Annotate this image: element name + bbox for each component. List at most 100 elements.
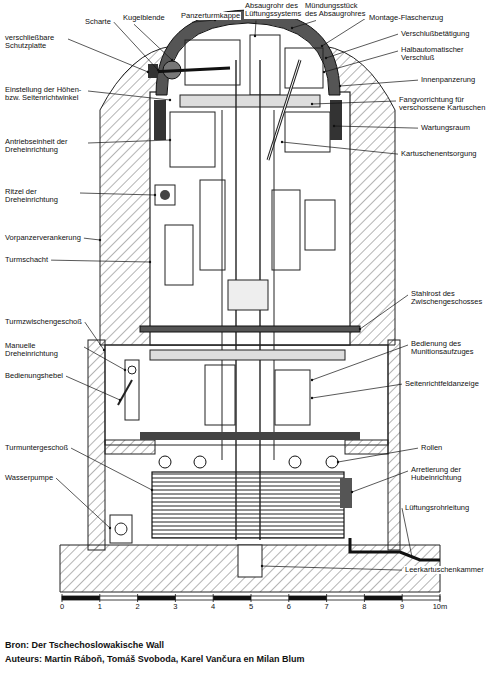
part-label: Wasserpumpe (4, 474, 54, 482)
scale-number: 2 (135, 603, 141, 611)
leader-line (84, 238, 100, 240)
part-label: Arretierung der Hubeinrichtung (410, 466, 490, 483)
part-label: Kugelblende (122, 14, 166, 22)
part-label: Wartungsraum (420, 124, 471, 132)
leader-dot (359, 328, 361, 330)
scale-number: 6 (286, 603, 292, 611)
part-label: Bedienungshebel (4, 372, 64, 380)
leader-dot (149, 261, 151, 263)
scale-number: 8 (361, 603, 367, 611)
leader-dot (291, 27, 293, 29)
part-label: Vorpanzerverankerung (4, 234, 82, 242)
leader-line (84, 347, 125, 370)
leader-line (352, 471, 408, 492)
leader-dot (109, 527, 111, 529)
leader-line (312, 384, 402, 398)
leader-line (85, 322, 104, 350)
leader-line (56, 478, 110, 528)
leader-dot (171, 59, 173, 61)
scale-tick (288, 594, 289, 602)
leader-line (292, 21, 316, 29)
leader-line (324, 51, 398, 72)
part-label: Ritzel der Dreheinrichtung (4, 188, 78, 205)
leader-dot (124, 369, 126, 371)
part-label: Turmuntergeschoß (4, 444, 69, 452)
part-label: Absaugrohr des Lüftungssystems (244, 2, 304, 19)
part-label: Halbautomatischer Verschluß (400, 46, 490, 63)
part-label: Rollen (420, 444, 443, 452)
leader-dot (169, 139, 171, 141)
leader-dot (99, 239, 101, 241)
leader-dot (311, 397, 313, 399)
scale-tick (326, 594, 327, 602)
leader-dot (325, 57, 327, 59)
leader-line (338, 448, 418, 462)
leader-line (192, 20, 215, 22)
leader-line (134, 24, 172, 60)
leader-line (282, 142, 398, 154)
source-caption: Bron: Der Tschechoslowakische Wall (4, 641, 165, 651)
part-label: Innenpanzerung (420, 76, 476, 84)
leader-dot (119, 399, 121, 401)
leader-line (114, 22, 158, 70)
leader-line (51, 260, 150, 262)
scale-tick (364, 594, 365, 602)
leader-line (312, 345, 408, 380)
leader-dot (151, 489, 153, 491)
part-label: Kartuschenentsorgung (400, 150, 477, 158)
part-label: Fangvorrichtung für verschossene Kartusc… (398, 96, 490, 113)
leader-line (88, 91, 170, 100)
leader-dot (333, 125, 335, 127)
leader-line (340, 80, 418, 86)
part-label: Mündungsstück des Absaugrohres (304, 2, 368, 19)
leader-line (360, 295, 408, 329)
leader-dot (261, 565, 263, 567)
scale-number: 9 (399, 603, 405, 611)
leader-line (255, 21, 256, 37)
scale-number: 3 (172, 603, 178, 611)
part-label: Verschlußbetätigung (400, 30, 470, 38)
part-label: Turmzwischengeschoß (4, 318, 83, 326)
leader-dot (103, 349, 105, 351)
part-label: Stahlrost des Zwischengeschosses (410, 290, 490, 307)
leader-dot (311, 103, 313, 105)
scale-number: 4 (210, 603, 216, 611)
leader-dot (147, 71, 149, 73)
part-label: Montage-Flaschenzug (368, 14, 444, 22)
scale-number: 7 (324, 603, 330, 611)
part-label: Panzerturmkappe (180, 12, 241, 20)
part-label: Bedienung des Munitionsaufzuges (410, 340, 490, 357)
scale-number: 10m (432, 603, 449, 611)
leader-line (322, 18, 366, 46)
scale-tick (137, 594, 138, 602)
leader-dot (157, 69, 159, 71)
scale-tick (402, 594, 403, 602)
scale-number: 0 (59, 603, 65, 611)
part-label: Scharte (84, 18, 112, 26)
leader-line (334, 126, 418, 128)
leader-dot (339, 85, 341, 87)
scale-tick (213, 594, 214, 602)
leader-line (80, 193, 155, 195)
part-label: Leerkartuschenkammer (404, 566, 485, 574)
part-label: Einstellung der Höhen- bzw. Seitenrichtw… (4, 86, 86, 103)
leader-line (312, 101, 396, 104)
scale-number: 1 (97, 603, 103, 611)
leader-dot (281, 141, 283, 143)
leader-line (88, 140, 170, 143)
leader-dot (323, 71, 325, 73)
leader-line (66, 376, 120, 400)
part-label: Manuelle Dreheinrichtung (4, 342, 82, 359)
leader-dot (254, 35, 256, 37)
leader-line (402, 508, 412, 557)
leader-dot (411, 556, 413, 558)
scale-tick (99, 594, 100, 602)
leader-dot (154, 194, 156, 196)
leader-dot (337, 461, 339, 463)
leader-dot (321, 45, 323, 47)
leader-line (68, 39, 148, 72)
source-caption: Auteurs: Martin Ráboň, Tomáš Svoboda, Ka… (4, 655, 305, 665)
part-label: Turmschacht (4, 256, 49, 264)
part-label: Seitenrichtfeldanzeige (404, 380, 480, 388)
leader-dot (351, 491, 353, 493)
